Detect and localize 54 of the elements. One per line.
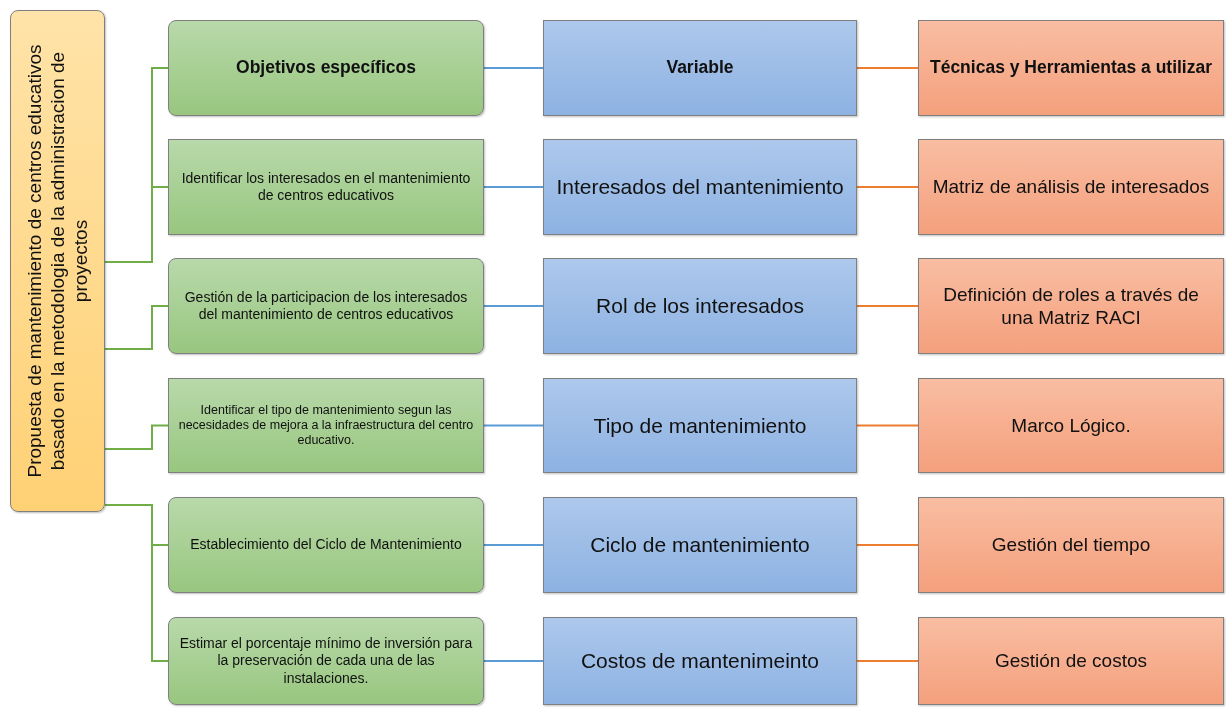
- process-box: [543, 258, 857, 354]
- process-box: [543, 617, 857, 705]
- connector-line: [483, 424, 544, 427]
- box-text: Rol de los interesados: [596, 293, 804, 319]
- box-text: Marco Lógico.: [1011, 413, 1131, 438]
- process-box: [168, 617, 484, 705]
- process-box: [543, 497, 857, 593]
- header-box: [543, 20, 857, 116]
- process-box: [918, 497, 1224, 593]
- box-text: Interesados del mantenimiento: [556, 174, 844, 200]
- process-box: [918, 139, 1224, 235]
- connector-line: [856, 67, 919, 69]
- connector-line: [483, 544, 544, 546]
- box-text: Gestión de la participacion de los interesados del mantenimiento de centros educativos: [183, 288, 469, 324]
- process-box: [918, 378, 1224, 473]
- box-text: Estimar el porcentaje mínimo de inversión para la preservación de cada una de las instalaciones.: [178, 635, 474, 687]
- box-text: Gestión de costos: [994, 649, 1148, 673]
- connector-line: [856, 305, 919, 307]
- box-text: Gestión del tiempo: [991, 533, 1151, 557]
- connector-line: [483, 660, 544, 662]
- box-text: Objetivos específicos: [236, 57, 416, 79]
- process-box: [543, 139, 857, 235]
- connector-line: [104, 504, 169, 662]
- process-box: [168, 258, 484, 354]
- box-text: Técnicas y Herramientas a utilizar: [929, 57, 1213, 79]
- process-box: [918, 258, 1224, 354]
- box-text: Tipo de mantenimiento: [593, 412, 807, 439]
- box-text: Matriz de análisis de interesados: [932, 175, 1210, 199]
- box-text: Variable: [666, 57, 734, 79]
- connector-line: [483, 186, 544, 188]
- process-box: [543, 378, 857, 473]
- process-box: [168, 497, 484, 593]
- box-text: Identificar los interesados en el mantenimiento de centros educativos: [180, 169, 472, 205]
- connector-line: [104, 424, 169, 450]
- connector-line: [483, 305, 544, 307]
- connector-line: [104, 186, 169, 263]
- connector-line: [856, 186, 919, 188]
- connector-line: [104, 305, 169, 350]
- process-box: [918, 617, 1224, 705]
- box-text: Establecimiento del Ciclo de Mantenimiento: [190, 536, 462, 554]
- box-text: Ciclo de mantenimiento: [590, 532, 810, 558]
- connector-line: [856, 424, 919, 427]
- process-box: [168, 378, 484, 473]
- title-box: [10, 10, 105, 512]
- box-text: Propuesta de mantenimiento de centros educativos basado en la metodologia de la administracion de proyectos: [23, 43, 92, 480]
- box-text: Costos de mantenimeinto: [580, 648, 820, 674]
- box-text: Definición de roles a través de una Matriz RACI: [942, 282, 1200, 330]
- process-box: [168, 139, 484, 235]
- header-box: [168, 20, 484, 116]
- connector-line: [856, 544, 919, 546]
- connector-line: [856, 660, 919, 662]
- connector-line: [483, 67, 544, 69]
- header-box: [918, 20, 1224, 116]
- box-text: Identificar el tipo de mantenimiento segun las necesidades de mejora a la infraestructura del centro educativo.: [177, 402, 475, 449]
